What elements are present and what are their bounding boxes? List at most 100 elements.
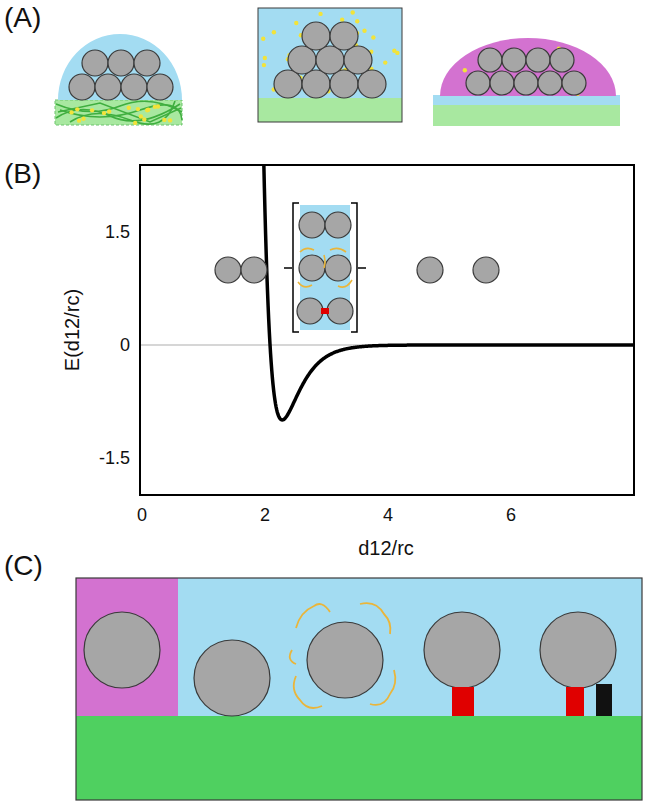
solute-dot [272,30,276,34]
right-bracket [351,203,357,332]
polymer-strand [298,282,312,287]
particle [307,622,383,698]
particle [215,257,241,283]
solute-dot [156,104,160,108]
solute-dot [136,107,140,111]
solute-dot [262,63,266,67]
particle [514,71,538,95]
fiber [56,104,180,121]
particle [473,257,499,283]
solute-dot [350,10,354,14]
droplet [440,38,616,96]
axis-label: E(d12/rc) [62,289,82,371]
plot-background [140,165,634,495]
particle [147,74,173,100]
solute-dot [395,51,399,55]
particle [274,70,302,98]
particle [344,46,372,74]
panel-label: (A) [4,4,41,32]
solute-dot [362,29,366,33]
liquid [178,578,642,716]
particle [134,50,160,76]
solute-dot [318,12,322,16]
particle [502,48,526,72]
fiber [70,101,175,124]
fiber [58,103,181,122]
particle [121,74,147,100]
particle [241,257,267,283]
solute-dot [107,109,111,113]
solute-dot [102,111,106,115]
frame [258,8,402,122]
droplet [58,34,182,100]
particle [302,22,330,50]
liquid-layer [433,95,620,105]
left-bracket [293,203,299,332]
second-liquid [76,578,178,716]
solute-dot [139,114,143,118]
substrate [433,105,620,126]
immersed-packing [258,8,402,122]
particle [562,71,586,95]
particle [358,70,386,98]
tick-label: 1.5 [105,223,130,241]
fibrous-substrate [55,100,182,125]
tick-label: 6 [506,506,516,524]
bridge [566,687,584,716]
solute-dot [127,105,131,109]
particle [327,298,353,324]
particle [550,48,574,72]
solute-dot [168,118,172,122]
solute-dot [261,37,265,41]
solute-dot [463,68,467,72]
solute-dot [90,108,94,112]
polymer-strand [294,676,322,708]
droplet-on-fibers [55,34,182,125]
solute-dot [133,121,137,125]
particle [538,71,562,95]
solute-dot [146,108,150,112]
solute-dot [383,60,387,64]
solute-dot [340,17,344,21]
solute-dot [371,35,375,39]
bracket-tick [284,267,292,269]
second-bridge [596,684,612,716]
axis-label: d12/rc [358,538,414,558]
polymer-strand [360,603,390,634]
particle [194,640,270,716]
solute-dot [294,21,298,25]
two-liquid-droplet [433,38,620,126]
solute-dot [162,118,166,122]
polymer-strand [330,248,346,252]
particle [297,298,323,324]
particle [288,46,316,74]
tick-label: 2 [260,506,270,524]
polymer-strand [300,248,314,252]
particle [108,50,134,76]
polymer-strand [324,255,325,268]
bridge [452,687,474,716]
particle [95,74,121,100]
substrate [76,716,642,800]
particle [84,612,160,688]
liquid-bath [258,8,402,98]
panel-c [76,578,642,800]
particle [466,71,490,95]
panel-b [140,120,634,495]
substrate [258,98,402,122]
solute-dot [77,118,81,122]
panel-a [55,8,620,126]
tick-label: 0 [120,336,130,354]
particle [417,257,443,283]
tick-label: 0 [137,506,147,524]
particle [316,46,344,74]
particle [526,48,550,72]
solute-dot [355,19,359,23]
particle [325,255,351,281]
polymer-strand [338,280,352,287]
particle [299,212,325,238]
tick-label: -1.5 [99,449,130,467]
